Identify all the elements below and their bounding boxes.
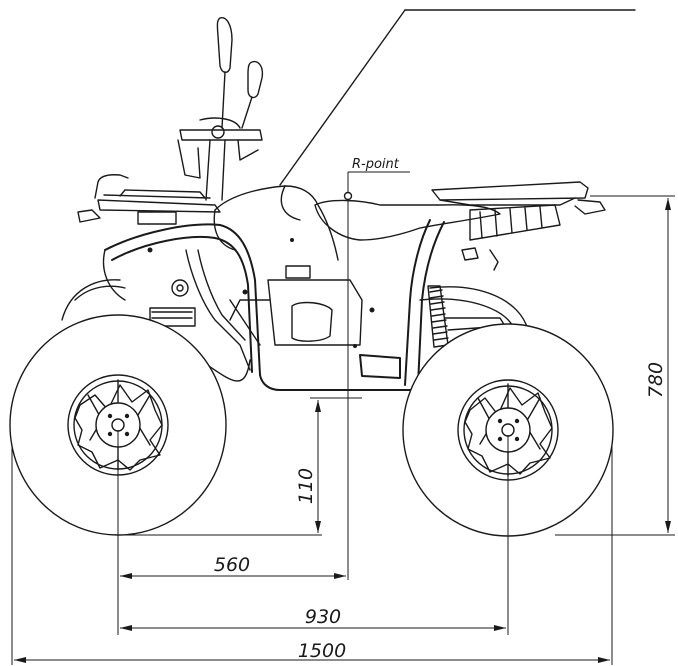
dim-ground-clearance [315, 400, 321, 533]
frame [102, 219, 445, 391]
r-point-label: R-point [352, 157, 400, 172]
front-rack [77, 174, 221, 225]
engine [149, 265, 363, 346]
dim-wheelbase [120, 625, 506, 631]
dim-rpoint-front-axle [120, 573, 346, 579]
dim-seat-height [665, 198, 671, 533]
dimension-lines [11, 171, 675, 665]
dim-label-110: 110 [295, 468, 317, 504]
rear-wheel [402, 323, 614, 537]
dim-label-930: 930 [305, 606, 341, 628]
leader-line [279, 9, 636, 186]
dim-label-780: 780 [645, 362, 667, 398]
dim-overall-length [14, 657, 610, 663]
dim-label-1500: 1500 [298, 640, 346, 662]
r-point-marker [343, 171, 410, 580]
body-tank [213, 185, 339, 261]
rear-rack [431, 181, 606, 271]
rivets [147, 238, 375, 348]
rear-shock [427, 285, 506, 348]
atv-illustration [9, 9, 636, 537]
dim-label-560: 560 [214, 554, 250, 576]
handlebars [177, 17, 264, 201]
seat [314, 199, 501, 241]
